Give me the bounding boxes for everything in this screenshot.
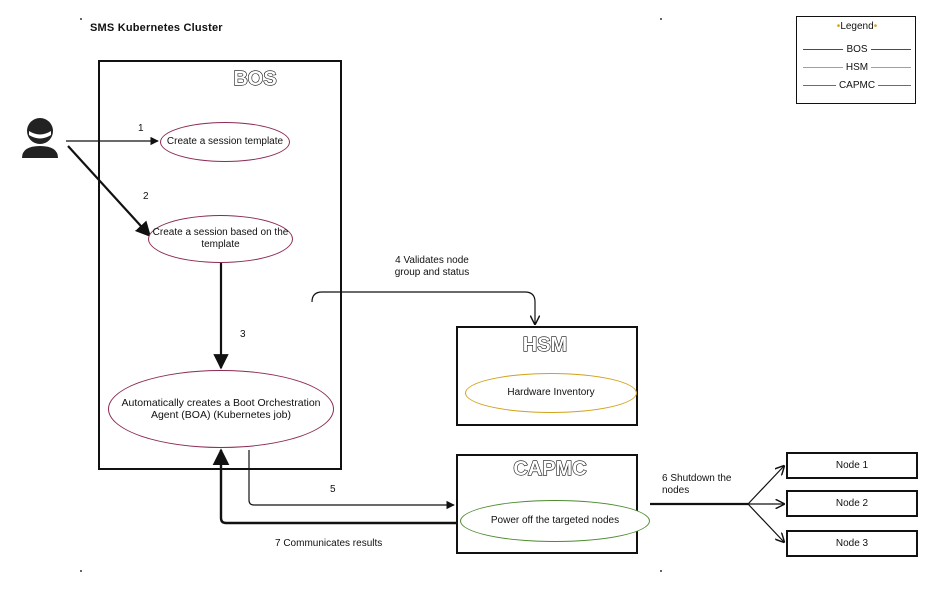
create-session-node: Create a session based on the template bbox=[148, 215, 293, 263]
arrow-step-4 bbox=[311, 291, 536, 303]
legend-swatch bbox=[803, 84, 836, 86]
legend-swatch bbox=[871, 66, 912, 68]
legend-label: BOS bbox=[846, 43, 868, 55]
step-5-label: 5 bbox=[330, 484, 336, 495]
legend: •Legend• BOS HSM CAPMC bbox=[796, 16, 916, 104]
legend-swatch bbox=[803, 66, 843, 68]
create-boa-node: Automatically creates a Boot Orchestrati… bbox=[108, 370, 334, 448]
hsm-container bbox=[456, 326, 638, 426]
legend-swatch bbox=[870, 48, 911, 50]
node-1: Node 1 bbox=[786, 452, 918, 479]
step-4-label: 4 Validates node group and status bbox=[394, 255, 470, 278]
cluster-corner-mark bbox=[660, 18, 662, 20]
arrow-step-7 bbox=[212, 448, 456, 525]
cluster-corner-mark bbox=[80, 18, 82, 20]
legend-title-text: Legend bbox=[840, 21, 874, 32]
cluster-corner-mark bbox=[80, 570, 82, 572]
power-off-node: Power off the targeted nodes bbox=[460, 500, 650, 542]
legend-item-bos: BOS bbox=[803, 43, 911, 55]
node-2: Node 2 bbox=[786, 490, 918, 517]
capmc-title: CAPMC bbox=[513, 457, 588, 480]
arrow-step-2 bbox=[67, 145, 152, 238]
cluster-corner-mark bbox=[660, 570, 662, 572]
legend-label: HSM bbox=[845, 61, 869, 73]
create-template-node: Create a session template bbox=[160, 122, 290, 162]
step-7-label: 7 Communicates results bbox=[275, 538, 383, 549]
bos-title: BOS bbox=[233, 67, 278, 90]
hardware-inventory-node: Hardware Inventory bbox=[465, 373, 637, 413]
step-2-label: 2 bbox=[143, 191, 149, 202]
step-3-label: 3 bbox=[240, 329, 246, 340]
legend-title: •Legend• bbox=[836, 21, 878, 32]
arrow-step-5 bbox=[248, 450, 455, 510]
cluster-title: SMS Kubernetes Cluster bbox=[90, 22, 223, 34]
step-6-label: 6 Shutdown the nodes bbox=[662, 473, 732, 496]
node-3: Node 3 bbox=[786, 530, 918, 557]
legend-label: CAPMC bbox=[838, 79, 876, 91]
hsm-title: HSM bbox=[522, 333, 568, 356]
capmc-container bbox=[456, 454, 638, 554]
legend-swatch bbox=[878, 84, 911, 86]
legend-swatch bbox=[803, 48, 844, 50]
bos-container bbox=[98, 60, 342, 470]
legend-item-hsm: HSM bbox=[803, 61, 912, 73]
legend-item-capmc: CAPMC bbox=[803, 79, 911, 91]
step-1-label: 1 bbox=[138, 123, 144, 134]
